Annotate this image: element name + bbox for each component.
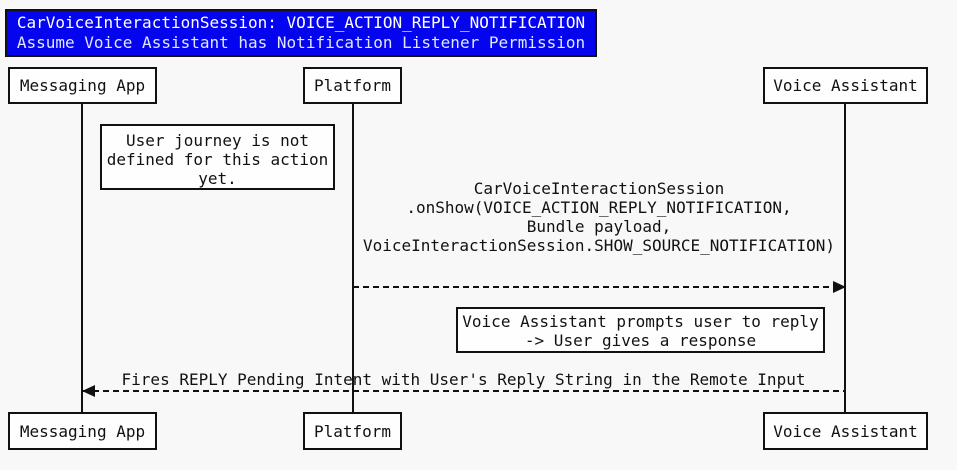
note-prompts-line-2: -> User gives a response xyxy=(524,331,757,350)
actor-voice-assistant-label: Voice Assistant xyxy=(773,76,918,95)
actor-messaging-app-label: Messaging App xyxy=(19,76,146,95)
lifeline-voice-assistant xyxy=(844,104,846,412)
actor-messaging-app-top: Messaging App xyxy=(8,67,157,104)
note-user-journey-line-3: yet. xyxy=(198,169,237,188)
message-onshow-label: CarVoiceInteractionSession .onShow(VOICE… xyxy=(353,179,845,255)
lifeline-platform xyxy=(352,104,354,412)
actor-messaging-app-label-bottom: Messaging App xyxy=(19,421,146,441)
diagram-title-line-2: Assume Voice Assistant has Notification … xyxy=(16,33,586,52)
note-user-journey-line-1: User journey is not xyxy=(125,131,310,150)
message-onshow-line-2: .onShow(VOICE_ACTION_REPLY_NOTIFICATION, xyxy=(406,198,792,217)
lifeline-messaging-app xyxy=(81,104,83,412)
message-reply-intent-label: Fires REPLY Pending Intent with User's R… xyxy=(121,370,806,389)
message-onshow-line-3: Bundle payload, xyxy=(526,217,672,236)
actor-messaging-app-bottom: Messaging App xyxy=(8,412,157,450)
actor-voice-assistant-label-bottom: Voice Assistant xyxy=(773,421,918,441)
diagram-title: CarVoiceInteractionSession: VOICE_ACTION… xyxy=(5,9,597,57)
actor-voice-assistant-bottom: Voice Assistant xyxy=(763,412,928,450)
arrow-platform-to-voice-assistant xyxy=(353,281,846,293)
note-user-journey-line-2: defined for this action xyxy=(106,150,329,169)
actor-platform-top: Platform xyxy=(303,67,402,104)
actor-platform-label: Platform xyxy=(313,76,392,95)
message-onshow-line-4: VoiceInteractionSession.SHOW_SOURCE_NOTI… xyxy=(362,236,835,255)
message-onshow-line-1: CarVoiceInteractionSession xyxy=(473,179,725,198)
arrow-voice-assistant-to-messaging-app xyxy=(82,385,845,397)
actor-platform-label-bottom: Platform xyxy=(313,421,392,441)
arrowhead-left-icon xyxy=(82,385,95,397)
note-user-journey: User journey is not defined for this act… xyxy=(100,124,335,190)
actor-platform-bottom: Platform xyxy=(303,412,402,450)
actor-voice-assistant-top: Voice Assistant xyxy=(763,67,928,104)
diagram-title-line-1: CarVoiceInteractionSession: VOICE_ACTION… xyxy=(16,13,586,32)
note-prompts-line-1: Voice Assistant prompts user to reply xyxy=(462,312,819,331)
arrowhead-right-icon xyxy=(833,281,846,293)
note-voice-assistant-prompts: Voice Assistant prompts user to reply ->… xyxy=(456,307,825,353)
